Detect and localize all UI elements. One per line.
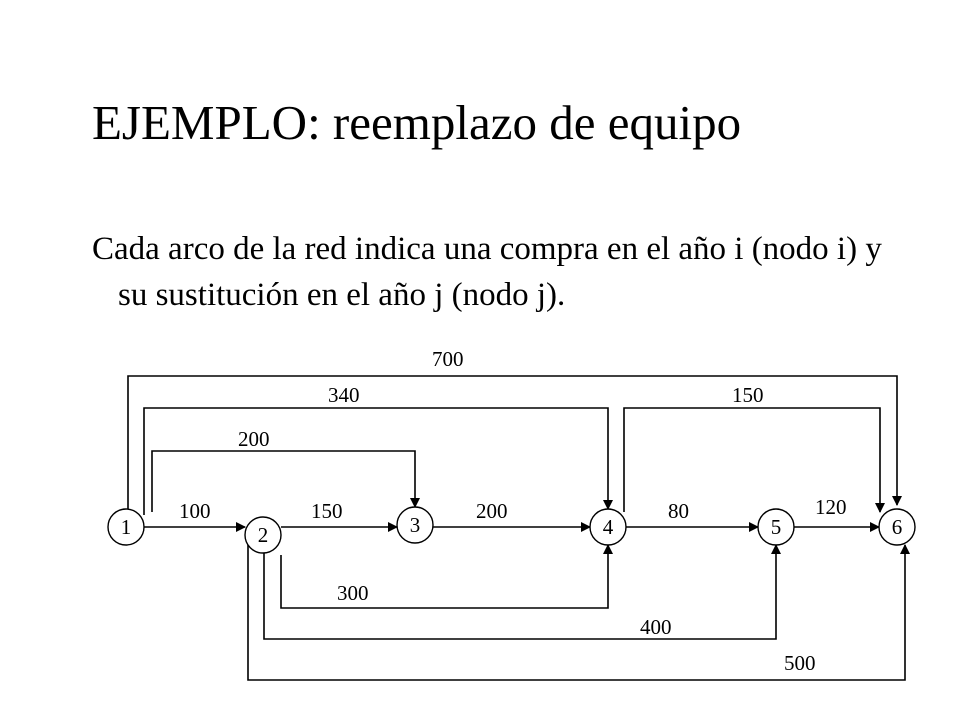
weight-e2-3: 150 bbox=[311, 499, 343, 523]
weight-e2-6: 500 bbox=[784, 651, 816, 675]
node-6-label: 6 bbox=[892, 515, 903, 539]
slide-title: EJEMPLO: reemplazo de equipo bbox=[92, 95, 742, 150]
weight-e4-5: 80 bbox=[668, 499, 689, 523]
weight-e3-4: 200 bbox=[476, 499, 508, 523]
edge-1-3 bbox=[151, 450, 420, 512]
edge-1-4 bbox=[143, 407, 613, 515]
edge-4-6 bbox=[623, 407, 885, 513]
node-3: 3 bbox=[396, 506, 434, 544]
weight-e2-4: 300 bbox=[337, 581, 369, 605]
node-1-label: 1 bbox=[121, 515, 132, 539]
node-2-label: 2 bbox=[258, 523, 269, 547]
edge-1-6 bbox=[127, 375, 902, 510]
node-1: 1 bbox=[107, 508, 145, 546]
edge-2-5 bbox=[263, 544, 781, 640]
edge-2-6 bbox=[247, 537, 910, 681]
weight-e1-2: 100 bbox=[179, 499, 211, 523]
edge-2-4 bbox=[280, 544, 613, 609]
node-5: 5 bbox=[757, 508, 795, 546]
weight-e4-6: 150 bbox=[732, 383, 764, 407]
weight-e1-6: 700 bbox=[432, 347, 464, 371]
weight-e5-6: 120 bbox=[815, 495, 847, 519]
node-6: 6 bbox=[878, 508, 916, 546]
weight-e1-4: 340 bbox=[328, 383, 360, 407]
node-4-label: 4 bbox=[603, 515, 614, 539]
node-2: 2 bbox=[244, 516, 282, 554]
weight-e1-3: 200 bbox=[238, 427, 270, 451]
slide-body-text: Cada arco de la red indica una compra en… bbox=[92, 231, 882, 313]
weight-e2-5: 400 bbox=[640, 615, 672, 639]
node-5-label: 5 bbox=[771, 515, 782, 539]
node-3-label: 3 bbox=[410, 513, 421, 537]
node-4: 4 bbox=[589, 508, 627, 546]
